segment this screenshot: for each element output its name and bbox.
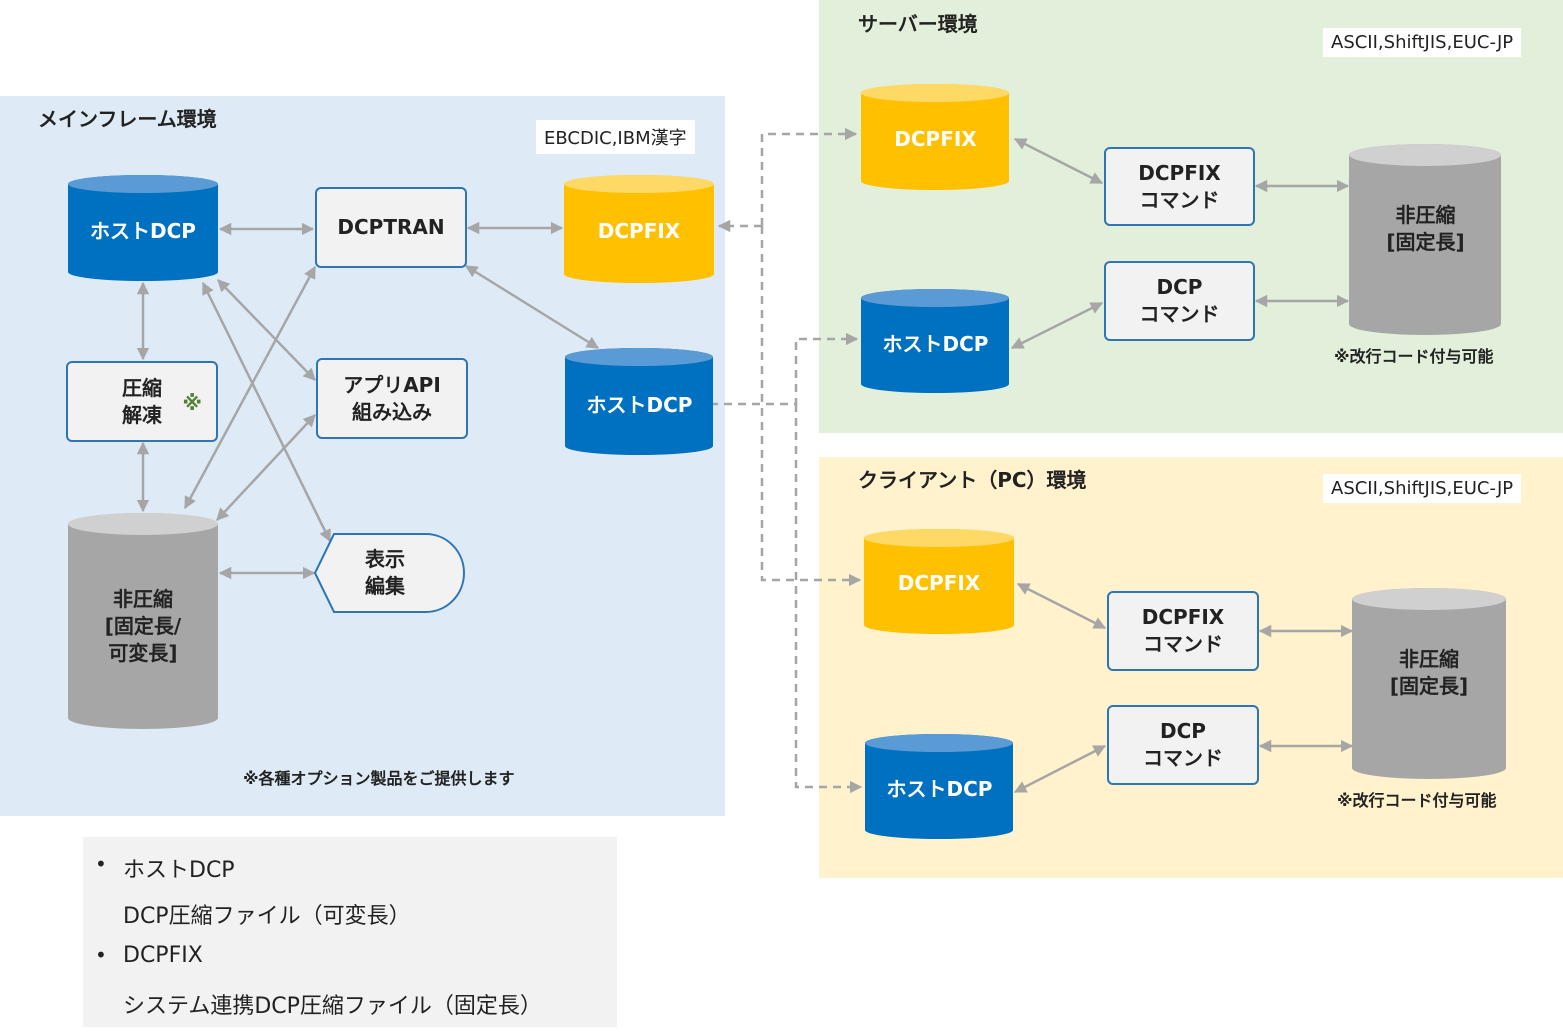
mainframe-note: ※各種オプション製品をご提供します — [243, 769, 515, 788]
dashed-dcpfix-transfer-2 — [760, 226, 862, 587]
mf-host-dcp-db: ホストDCP — [67, 174, 219, 282]
dashed-host-transfer — [710, 332, 859, 406]
cl-dcpfix-db: DCPFIX — [863, 528, 1015, 635]
mf-dcpfix-label: DCPFIX — [597, 219, 681, 243]
mf-compress-box: 圧縮 解凍※ — [66, 361, 218, 442]
cl-host-dcp-label: ホストDCP — [886, 777, 993, 801]
mf-app-api-box: アプリAPI 組み込み — [316, 358, 468, 439]
sv-dcpfix-label: DCPFIX — [894, 127, 977, 151]
client-note: ※改行コード付与可能 — [1337, 791, 1497, 810]
mf-display-box: 表示 編集 — [313, 533, 466, 613]
cl-uncompressed-db: 非圧縮 [固定長] — [1351, 587, 1507, 780]
cl-uncompressed-label: 非圧縮 [固定長] — [1389, 647, 1469, 698]
mf-uncompressed-label: 非圧縮 [固定長/ 可変長] — [104, 587, 182, 665]
arrow-cl-host-dcpcmd — [1013, 744, 1107, 794]
mf-host-dcp-2-label: ホストDCP — [586, 393, 693, 417]
arrow-sv-host-dcpcmd — [1010, 301, 1104, 350]
cl-dcpfix-command-box: DCPFIX コマンド — [1107, 591, 1259, 671]
mf-dcpfix-db: DCPFIX — [563, 174, 715, 284]
server-note: ※改行コード付与可能 — [1334, 347, 1494, 366]
cl-dcpfix-label: DCPFIX — [897, 571, 981, 595]
legend-panel: • ホストDCP DCP圧縮ファイル（可変長） • DCPFIX システム連携D… — [83, 837, 617, 1027]
mainframe-encoding: EBCDIC,IBM漢字 — [536, 120, 695, 154]
client-encoding: ASCII,ShiftJIS,EUC-JP — [1323, 474, 1522, 503]
arrow-uncompressed-appapi — [216, 414, 316, 521]
arrow-dcptran-host2 — [464, 264, 600, 350]
arrow-uncompressed-dcptran — [183, 265, 317, 510]
sv-host-dcp-db: ホストDCP — [860, 288, 1011, 394]
option-mark: ※ — [182, 391, 202, 415]
mf-uncompressed-db: 非圧縮 [固定長/ 可変長] — [67, 512, 219, 730]
sv-dcpfix-command-box: DCPFIX コマンド — [1104, 147, 1255, 226]
mainframe-title: メインフレーム環境 — [38, 107, 217, 131]
mf-host-dcp-label: ホストDCP — [90, 219, 196, 243]
cl-host-dcp-db: ホストDCP — [864, 733, 1015, 840]
dashed-host-transfer-2 — [794, 404, 863, 794]
sv-dcp-command-box: DCP コマンド — [1104, 261, 1255, 341]
sv-uncompressed-db: 非圧縮 [固定長] — [1348, 143, 1503, 336]
dashed-dcpfix-transfer — [760, 127, 858, 226]
cl-dcp-command-box: DCP コマンド — [1107, 705, 1259, 785]
mf-dcptran-box: DCPTRAN — [315, 187, 467, 268]
arrow-sv-dcpfix-cmd — [1013, 137, 1104, 185]
sv-dcpfix-db: DCPFIX — [860, 83, 1011, 191]
arrow-host-display — [201, 281, 332, 543]
client-title: クライアント（PC）環境 — [858, 468, 1087, 492]
sv-host-dcp-label: ホストDCP — [882, 332, 989, 356]
sv-uncompressed-label: 非圧縮 [固定長] — [1386, 203, 1465, 254]
server-title: サーバー環境 — [858, 12, 978, 36]
arrow-cl-dcpfix-cmd — [1016, 582, 1107, 630]
mf-display-label: 表示 編集 — [365, 547, 405, 598]
server-encoding: ASCII,ShiftJIS,EUC-JP — [1323, 28, 1522, 57]
mf-host-dcp-db-2: ホストDCP — [564, 347, 715, 456]
